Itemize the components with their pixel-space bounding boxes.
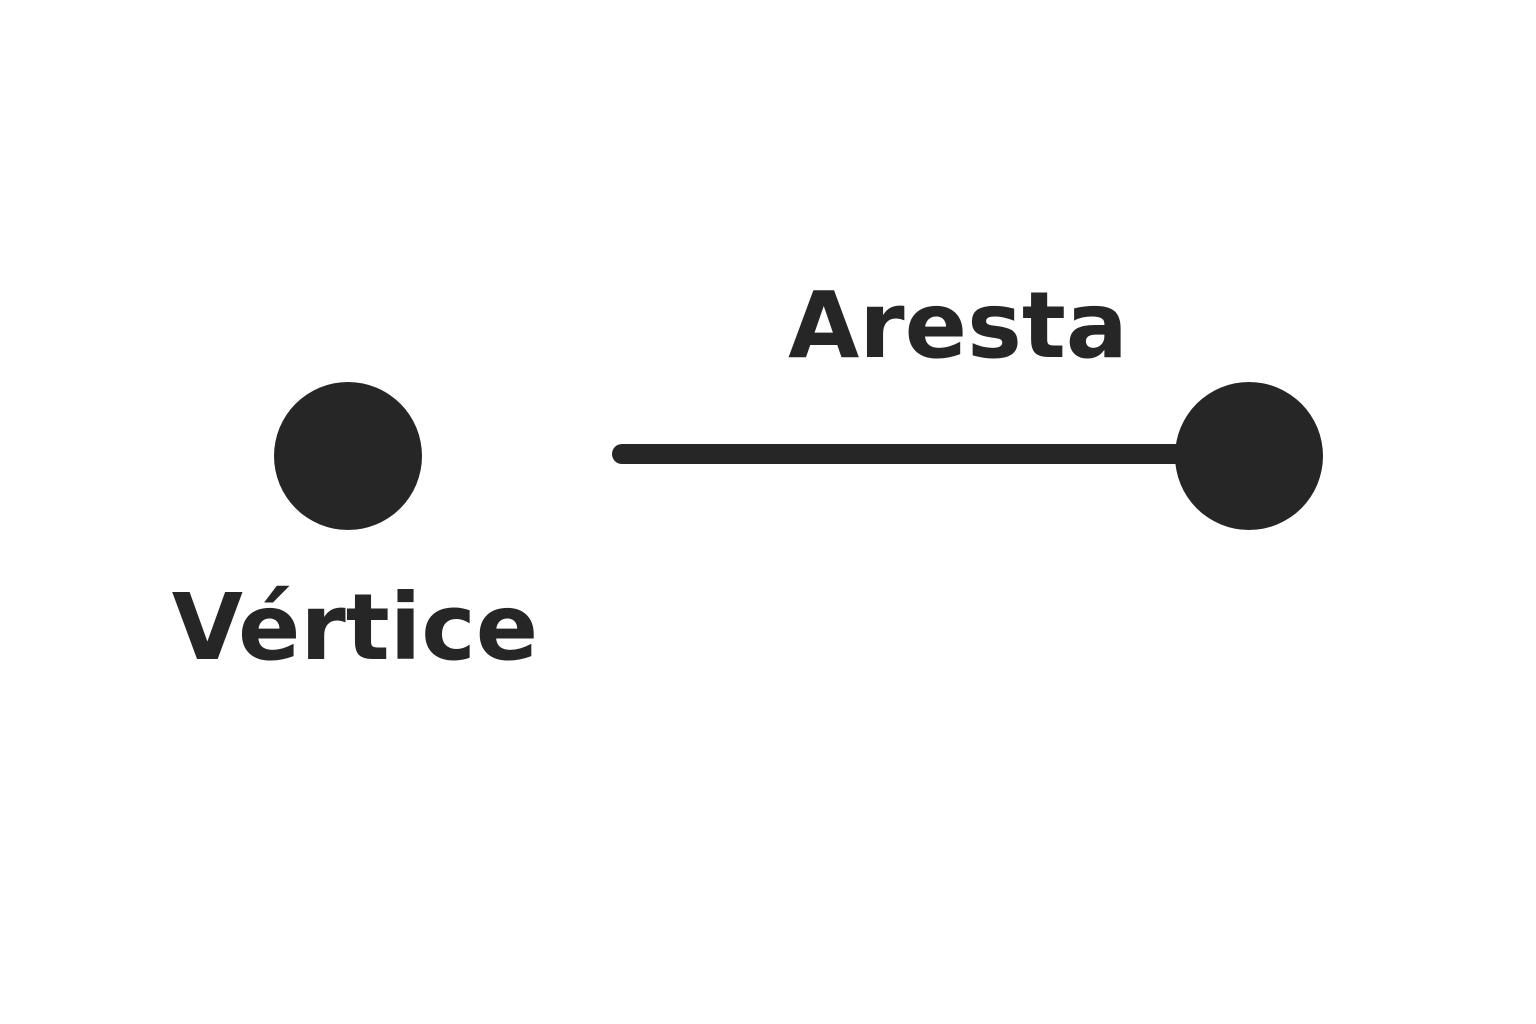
vertex-label: Vértice [172, 574, 538, 681]
vertex-node-right [1175, 382, 1323, 530]
edge-label: Aresta [788, 272, 1128, 379]
vertex-node-left [274, 382, 422, 530]
